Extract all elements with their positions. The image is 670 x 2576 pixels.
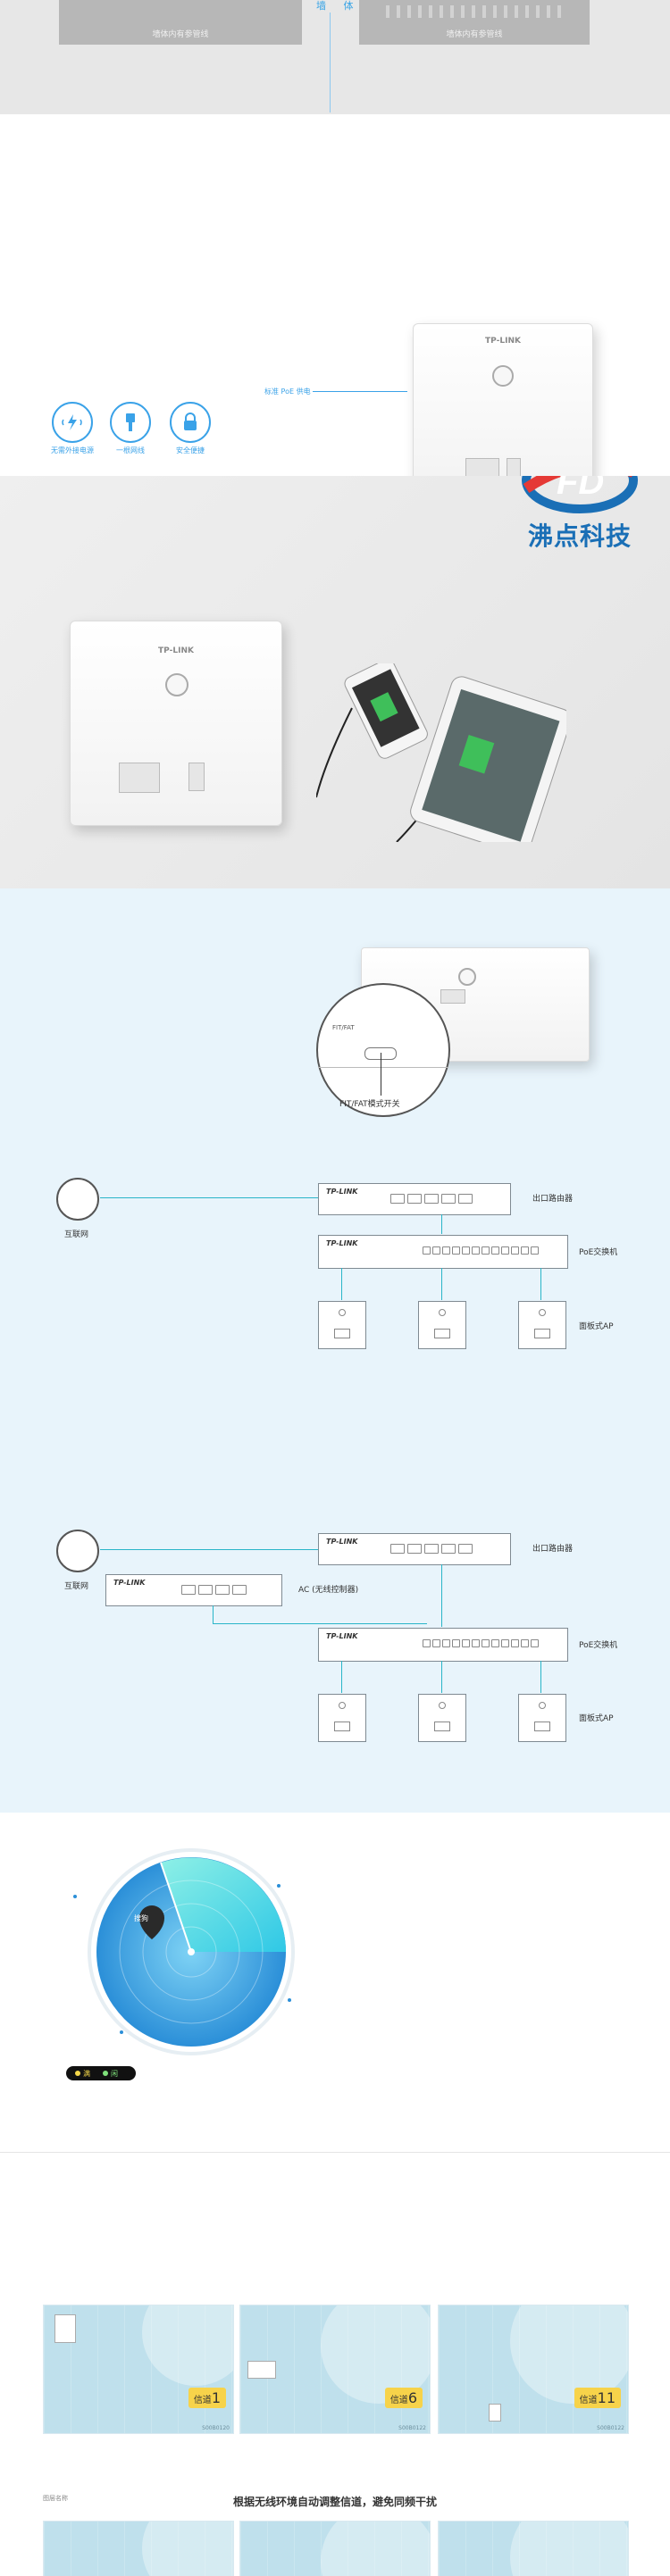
- panel-ap-device: TP-LINK: [70, 621, 282, 826]
- topology-section: FIT/FAT FIT/FAT模式开关 互联网 TP-LINK 出口路由器 TP…: [0, 888, 670, 1813]
- ac-brand: TP-LINK: [113, 1579, 146, 1587]
- switch-label: PoE交换机: [579, 1641, 618, 1650]
- wall-right-card: 墙体内有参管线: [359, 0, 590, 45]
- svg-text:FD: FD: [557, 476, 604, 502]
- wireless-lightning-icon: [52, 402, 93, 443]
- legend-idle: 闲: [111, 2069, 118, 2078]
- logo-text: 沸点科技: [527, 521, 632, 551]
- room-code: S00B0120: [202, 2425, 230, 2431]
- map-pin-icon: [139, 1905, 164, 1939]
- feature-no-power: 无需外接电源: [50, 402, 95, 455]
- poe-switch-box: TP-LINK: [318, 1235, 568, 1269]
- ac-label: AC (无线控制器): [298, 1586, 359, 1595]
- usb-port-icon: [507, 458, 521, 476]
- feature-label: 无需外接电源: [51, 446, 94, 454]
- company-logo: FD 沸点科技: [516, 476, 643, 553]
- fit-fat-caption: FIT/FAT模式开关: [339, 1100, 400, 1109]
- room-code: S00B0122: [597, 2425, 624, 2431]
- router-brand: TP-LINK: [326, 1538, 358, 1546]
- pin-label: 搜狗: [134, 1914, 148, 1922]
- reset-button-graphic: [492, 365, 514, 387]
- wall-right-caption: 墙体内有参管线: [446, 30, 503, 39]
- ap-label: 面板式AP: [579, 1322, 614, 1331]
- device-thumb-icon: [54, 2314, 76, 2343]
- channel-room-3: 信道11 S00B0122: [438, 2305, 629, 2434]
- internet-label: 互联网: [64, 1230, 89, 1239]
- ac-controller-box: TP-LINK: [105, 1574, 282, 1606]
- wall-section: 墙体内有参管线 墙体内有参管线 墙 体: [0, 0, 670, 114]
- wifi-radar-graphic: [73, 1848, 295, 2055]
- ethernet-port-icon: [119, 763, 160, 793]
- switch-label: PoE交换机: [579, 1248, 618, 1257]
- channel-caption: 根据无线环境自动调整信道，避免同频干扰: [232, 2496, 437, 2508]
- wall-left-card: 墙体内有参管线: [59, 0, 302, 45]
- fit-fat-switch-label: FIT/FAT: [332, 1024, 355, 1031]
- switch-brand: TP-LINK: [326, 1239, 358, 1247]
- router-label: 出口路由器: [532, 1195, 574, 1204]
- fit-fat-zoom-circle: FIT/FAT: [316, 983, 450, 1117]
- channel-badge: 信道6: [384, 2388, 423, 2408]
- lock-icon: [170, 402, 211, 443]
- router-box: TP-LINK: [318, 1183, 511, 1215]
- ap-label: 面板式AP: [579, 1714, 614, 1723]
- switch-ports: [423, 1246, 539, 1255]
- vent-grille: [386, 5, 563, 18]
- phone-tablet-illustration: [316, 663, 566, 842]
- device-thumb-icon: [489, 2404, 501, 2422]
- internet-globe-icon: [56, 1178, 99, 1221]
- feature-label: 一根网线: [116, 446, 145, 454]
- channel-room-1: 信道1 S00B0120: [43, 2305, 234, 2434]
- channel-room-6: [438, 2521, 629, 2576]
- channel-room-5: [239, 2521, 431, 2576]
- wall-label: 墙 体: [316, 0, 361, 12]
- panel-ap-node: [518, 1301, 566, 1349]
- router-ports: [390, 1544, 473, 1554]
- fd-logo-icon: FD: [522, 476, 638, 513]
- panel-ap-node: [418, 1694, 466, 1742]
- radar-section: 搜狗 满 闲: [0, 1813, 670, 2153]
- reset-button-graphic: [165, 673, 188, 696]
- channel-section: 信道1 S00B0120 信道6 S00B0122 信道11 S00B0122: [0, 2153, 670, 2576]
- caption-left-label: 图层名称: [43, 2495, 68, 2502]
- internet-label: 互联网: [64, 1582, 89, 1591]
- router-brand: TP-LINK: [326, 1188, 358, 1196]
- room-code: S00B0122: [398, 2425, 426, 2431]
- feature-one-cable: 一根网线: [108, 402, 153, 455]
- router-label: 出口路由器: [532, 1545, 574, 1554]
- channel-room-2: 信道6 S00B0122: [239, 2305, 431, 2434]
- ethernet-port-icon: [465, 458, 499, 476]
- internet-globe-icon: [56, 1530, 99, 1572]
- poe-label: 标准 PoE 供电: [264, 388, 311, 396]
- router-box: TP-LINK: [318, 1533, 511, 1565]
- device-brand: TP-LINK: [158, 646, 194, 655]
- panel-ap-device: TP-LINK: [413, 323, 593, 476]
- panel-ap-node: [318, 1694, 366, 1742]
- ac-ports: [181, 1585, 247, 1595]
- wall-divider: [330, 13, 331, 113]
- feature-label: 安全便捷: [176, 446, 205, 454]
- usb-charging-section: FD 沸点科技 TP-LINK: [0, 476, 670, 888]
- cable-icon: [110, 402, 151, 443]
- poe-switch-box: TP-LINK: [318, 1628, 568, 1662]
- channel-badge: 信道1: [188, 2388, 226, 2408]
- ethernet-port-icon: [440, 989, 465, 1004]
- router-ports: [390, 1194, 473, 1204]
- panel-ap-node: [318, 1301, 366, 1349]
- channel-room-4: [43, 2521, 234, 2576]
- poe-pointer-line: [313, 391, 407, 392]
- channel-badge: 信道11: [574, 2388, 621, 2408]
- radar-legend: 满 闲: [66, 2066, 136, 2080]
- panel-ap-node: [418, 1301, 466, 1349]
- device-thumb-icon: [247, 2361, 276, 2379]
- switch-brand: TP-LINK: [326, 1632, 358, 1640]
- legend-busy: 满: [83, 2069, 90, 2078]
- device-brand: TP-LINK: [485, 337, 521, 346]
- wall-left-caption: 墙体内有参管线: [152, 30, 209, 39]
- panel-ap-node: [518, 1694, 566, 1742]
- switch-ports: [423, 1639, 539, 1647]
- usb-port-icon: [188, 763, 205, 791]
- feature-secure: 安全便捷: [168, 402, 213, 455]
- reset-button-graphic: [458, 968, 476, 986]
- poe-section: 无需外接电源 一根网线 安全便捷 TP-LINK 标准 PoE 供电: [0, 114, 670, 476]
